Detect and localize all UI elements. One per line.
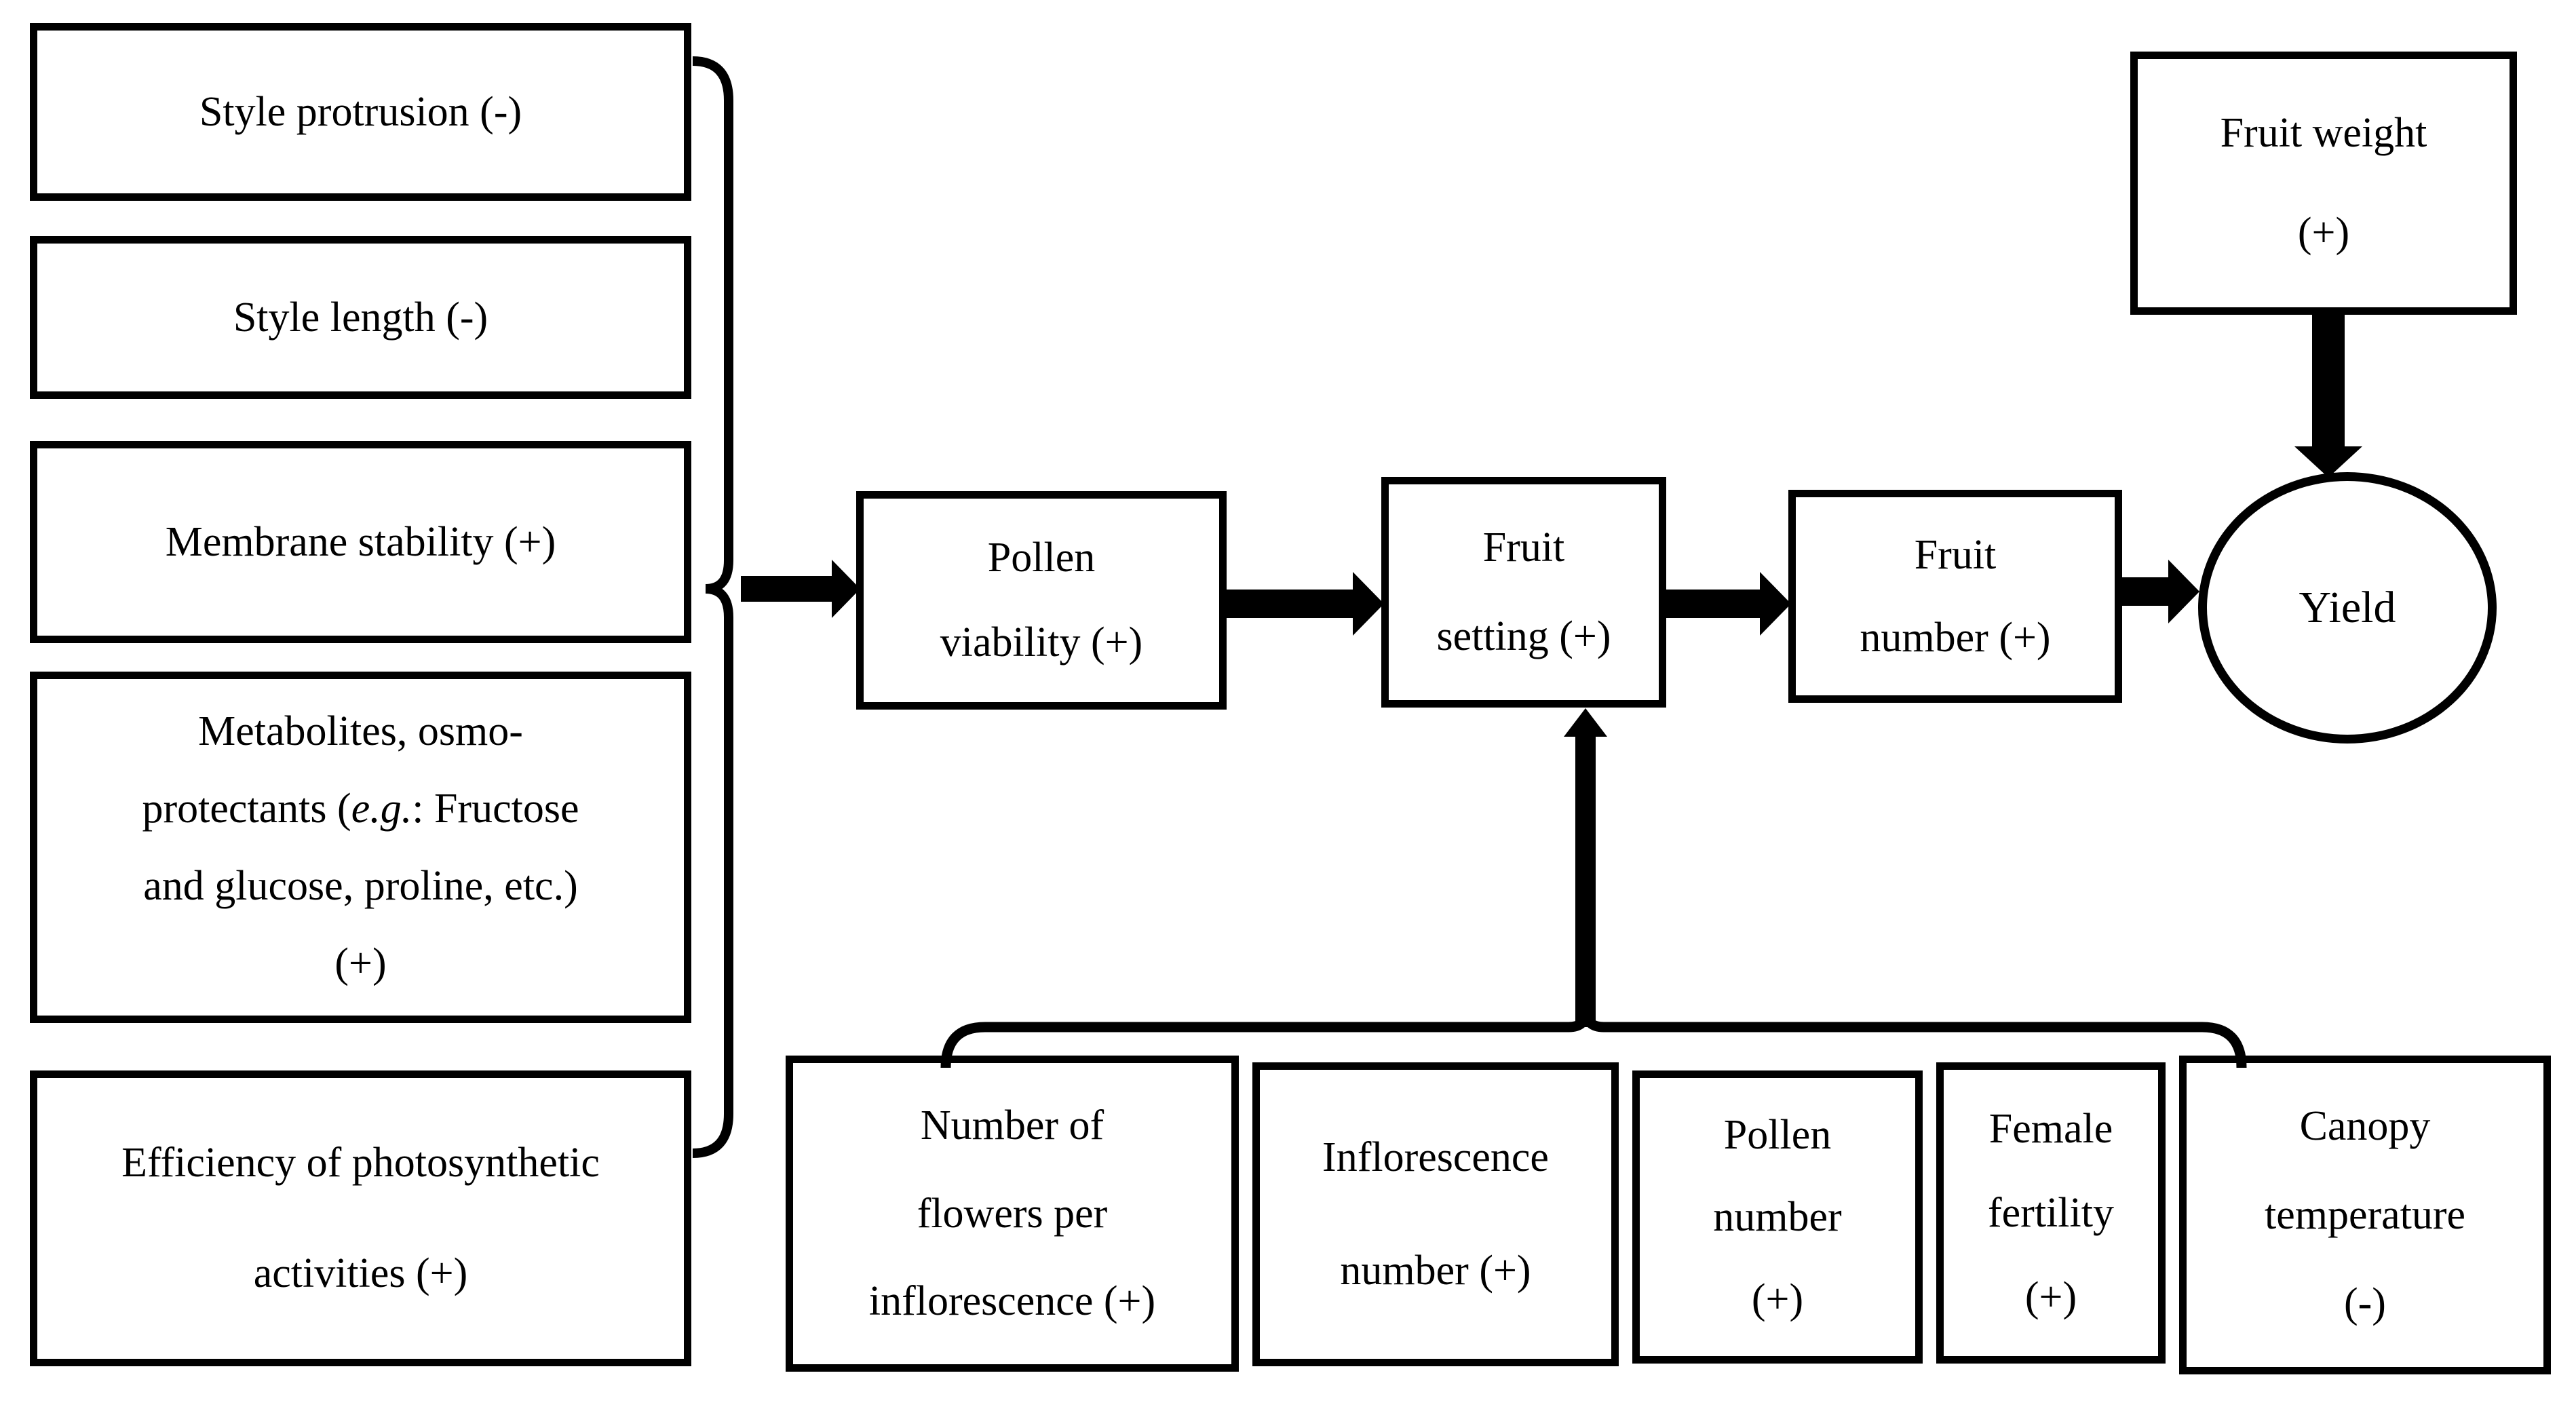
text-line: (-) xyxy=(2344,1280,2386,1327)
text-line: inflorescence (+) xyxy=(868,1278,1156,1325)
text-line: Style length (-) xyxy=(233,294,488,341)
text-line: Fruit xyxy=(1482,524,1565,571)
text-line: Number of xyxy=(920,1102,1104,1149)
arrow-fruit-setting-to-fruit-number xyxy=(1666,572,1791,636)
box-fruit-setting: Fruit setting (+) xyxy=(1381,477,1666,708)
text-line: number xyxy=(1713,1193,1842,1240)
box-fruit-weight: Fruit weight (+) xyxy=(2130,52,2517,315)
box-fruit-number: Fruit number (+) xyxy=(1788,490,2122,703)
box-membrane-stability: Membrane stability (+) xyxy=(30,441,691,643)
box-style-length: Style length (-) xyxy=(30,236,691,399)
text-line: (+) xyxy=(334,940,387,986)
text-line: number (+) xyxy=(1860,614,2051,661)
box-pollen-number: Pollen number (+) xyxy=(1632,1070,1923,1364)
left-group-brace xyxy=(692,56,733,1158)
text-line: Metabolites, osmo- xyxy=(198,708,523,754)
arrow-fruit-weight-to-yield xyxy=(2294,313,2362,478)
text-line: Inflorescence xyxy=(1322,1134,1549,1181)
text-line: Fruit xyxy=(1914,531,1997,578)
text-line: Efficiency of photosynthetic xyxy=(121,1140,600,1186)
box-pollen-viability: Pollen viability (+) xyxy=(856,491,1227,710)
text-line: (+) xyxy=(2297,210,2350,256)
arrow-left-group-to-pollen-viability xyxy=(741,560,860,618)
box-metabolites-osmoprotectants: Metabolites, osmo-protectants (e.g.: Fru… xyxy=(30,672,691,1023)
text-line: (+) xyxy=(1751,1275,1804,1322)
text-line: Pollen xyxy=(1723,1111,1832,1158)
text-line: fertility xyxy=(1988,1189,2114,1236)
box-photosynthetic-efficiency: Efficiency of photosynthetic activities (… xyxy=(30,1070,691,1366)
text-line: Membrane stability (+) xyxy=(165,518,556,565)
text-line: viability (+) xyxy=(940,619,1143,666)
text-line: (+) xyxy=(2024,1273,2077,1320)
arrow-pollen-viability-to-fruit-setting xyxy=(1227,572,1384,636)
text-line: number (+) xyxy=(1340,1248,1531,1294)
text-line: Yield xyxy=(2299,583,2396,633)
arrow-bottom-group-to-fruit-setting xyxy=(1564,708,1607,1027)
text-line: Canopy xyxy=(2299,1103,2431,1150)
box-female-fertility: Female fertility (+) xyxy=(1936,1062,2166,1364)
text-line: Female xyxy=(1988,1105,2113,1152)
text-line: Pollen xyxy=(987,535,1096,581)
text-line: setting (+) xyxy=(1436,613,1611,660)
text-line: flowers per xyxy=(917,1190,1108,1237)
ellipse-yield: Yield xyxy=(2198,472,2497,744)
text-line: Fruit weight xyxy=(2220,110,2427,157)
text-line: temperature xyxy=(2264,1191,2466,1238)
box-canopy-temperature: Canopy temperature (-) xyxy=(2179,1056,2551,1374)
box-flowers-per-inflorescence: Number of flowers per inflorescence (+) xyxy=(786,1056,1239,1372)
text-line: activities (+) xyxy=(253,1250,468,1297)
text-line: Style protrusion (-) xyxy=(199,88,522,135)
text-line: and glucose, proline, etc.) xyxy=(143,862,578,909)
text-line: protectants (e.g.: Fructose xyxy=(142,785,579,832)
box-style-protrusion: Style protrusion (-) xyxy=(30,23,691,201)
arrow-fruit-number-to-yield xyxy=(2122,560,2199,623)
box-inflorescence-number: Inflorescence number (+) xyxy=(1252,1062,1619,1366)
